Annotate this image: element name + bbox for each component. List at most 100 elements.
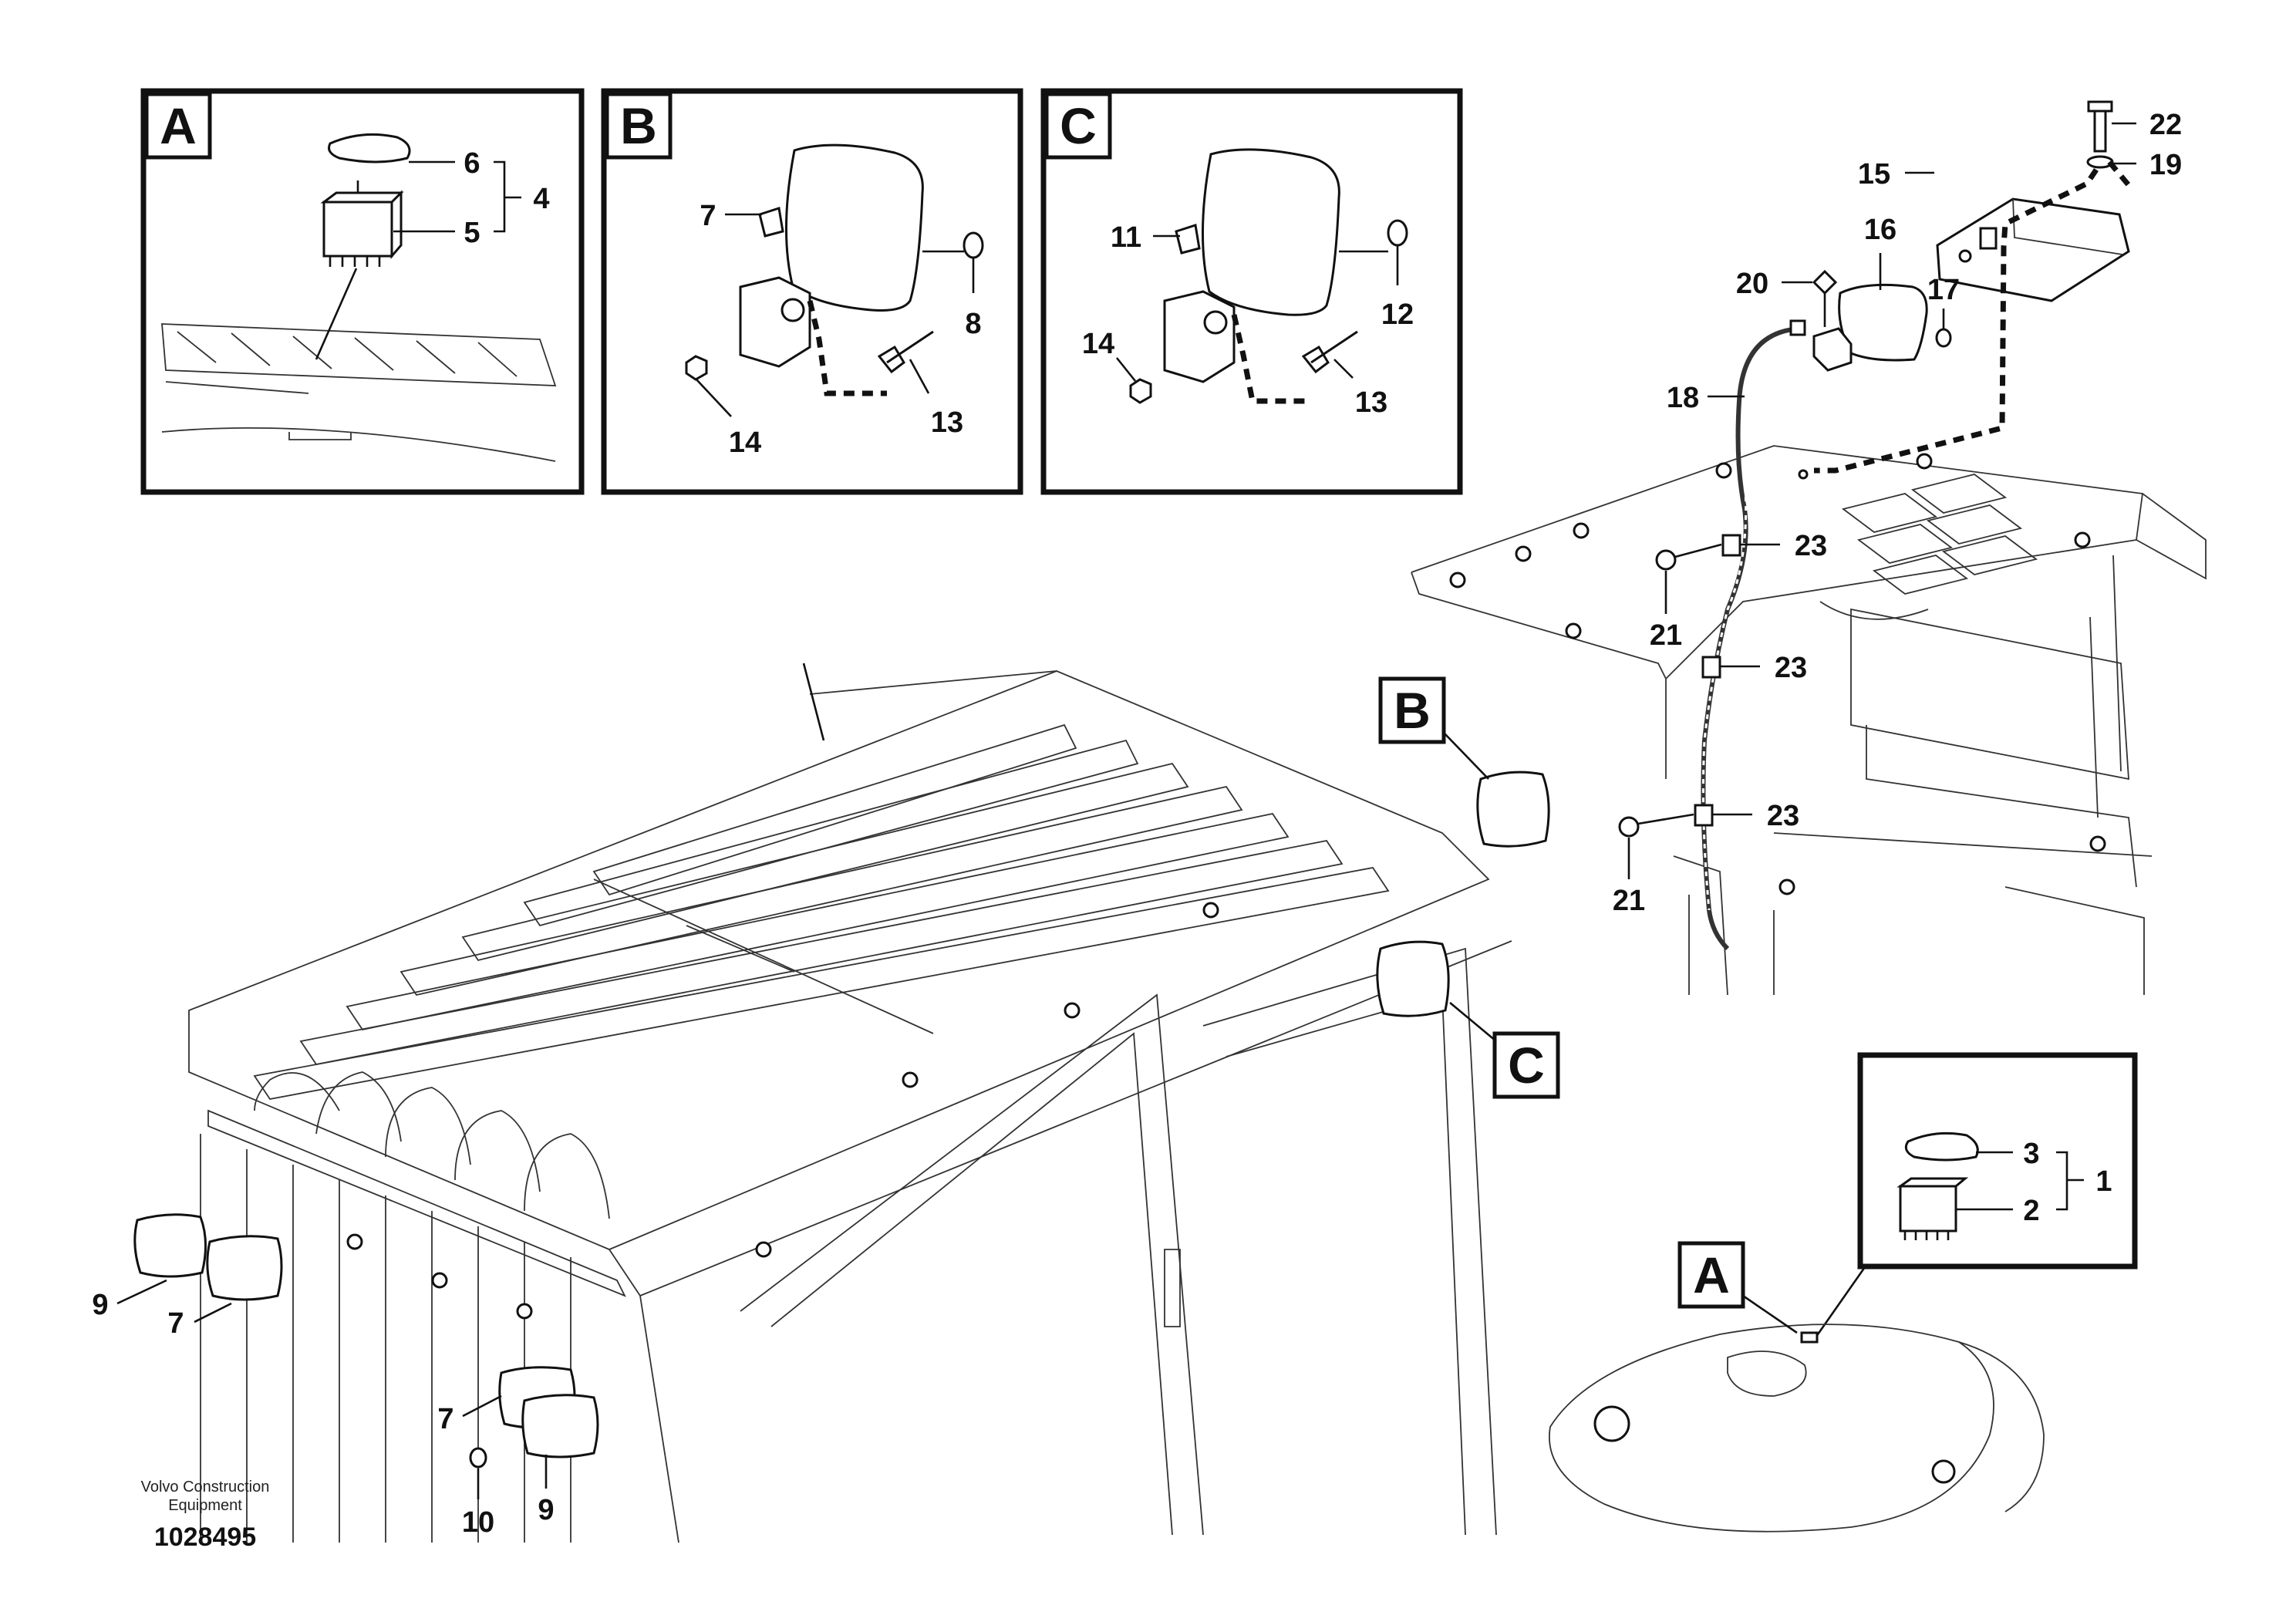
callout-18: 18: [1667, 382, 1699, 414]
work-lamp-icon: [785, 143, 924, 312]
switch-top-icon: [320, 190, 404, 260]
louvre-5: [346, 812, 1290, 1031]
small-bulb-icon: [1935, 328, 1952, 348]
inset-a-contour: [161, 381, 556, 462]
callout-16: 16: [1864, 214, 1896, 246]
console-switch-spot-icon: [1800, 1331, 1819, 1344]
front-lamp-icon: [206, 1235, 283, 1301]
inset-a-pointer: [315, 268, 358, 360]
leader-7b: [462, 1394, 502, 1418]
inset-c-dashed-line: [1231, 314, 1311, 404]
lamp-clip-icon: [758, 207, 784, 238]
callout-13: 13: [931, 406, 963, 439]
inset-a-frame: [140, 88, 585, 495]
cable-clip-icon: [1694, 804, 1714, 827]
louvre-4: [400, 785, 1243, 996]
bolt-head-icon: [1202, 902, 1219, 919]
bolt-head-icon: [1515, 545, 1532, 562]
louvre-3: [461, 762, 1189, 962]
screw-21b-shank: [1637, 813, 1694, 825]
console-dial-icon: [1593, 1405, 1630, 1442]
view-tag-c-box: [1492, 1031, 1560, 1099]
callout-11: 11: [1111, 221, 1141, 254]
view-tag-b: B: [1394, 682, 1431, 739]
side-lamp-b-icon: [1476, 771, 1550, 848]
screw-21-icon: [1655, 549, 1677, 571]
view-tag-b-box: [1378, 676, 1446, 744]
bolt-icon: [877, 330, 934, 374]
cab-body-outline: [1850, 608, 2137, 888]
cover-hole-icon: [1958, 249, 1972, 263]
callout-8: 8: [965, 308, 981, 340]
inset-a2-pointer: [1811, 1264, 1868, 1343]
callout-3: 3: [2023, 1138, 2039, 1170]
joystick-console-outline: [1549, 1324, 1994, 1533]
callout-7: 7: [700, 200, 716, 232]
guard-arches: [254, 1071, 610, 1219]
door-frame: [1202, 947, 1497, 1536]
bolt-icon: [1301, 330, 1358, 374]
inset-a-tag: A: [160, 97, 197, 154]
louvre-2: [523, 739, 1139, 927]
callout-14: 14: [1082, 328, 1114, 360]
switch-icon: [1899, 1185, 1957, 1233]
inset-b-tag: B: [620, 97, 657, 154]
bolt-head-icon: [516, 1303, 533, 1320]
cab-roof-outline: [188, 670, 1490, 1250]
roof-detail: 22 19 15 16 20 17 18 23 23 23 21 21: [1411, 100, 2207, 996]
callout-10: 10: [462, 1506, 494, 1539]
louvre-7: [253, 867, 1390, 1100]
callout-9b: 9: [538, 1494, 554, 1526]
switch-pins: [1903, 1231, 1950, 1240]
callout-14: 14: [729, 427, 761, 459]
work-lamp-icon: [1202, 148, 1340, 316]
nut-icon: [1129, 378, 1152, 404]
small-lamp-icon: [1838, 283, 1928, 362]
pivot-bolt-icon: [781, 298, 805, 322]
callout-21b: 21: [1613, 885, 1645, 917]
bolt-20-icon: [1812, 269, 1838, 295]
leader-7a: [194, 1302, 232, 1324]
inset-a-handle: [288, 432, 352, 440]
roof-dashed-line-b: [2107, 160, 2131, 187]
front-lamp-icon: [521, 1394, 599, 1458]
screw-21a-shank: [1674, 543, 1722, 558]
console-armrest: [1958, 1341, 2045, 1512]
callout-4: 4: [533, 183, 549, 215]
cover-plate-fold: [2012, 198, 2123, 255]
cab-body-lower: [1773, 832, 2153, 995]
bracket-4: [494, 160, 521, 233]
inset-c-tag-box: [1044, 92, 1112, 160]
inset-c: C 11 12 13 14: [1040, 88, 1463, 495]
lamp-bracket-icon: [1163, 290, 1236, 383]
callout-5: 5: [464, 217, 480, 249]
leader-13: [909, 359, 930, 394]
leader-14: [696, 379, 732, 417]
roof-plate-edge: [1411, 572, 1667, 779]
cab-front-edge: [609, 940, 1512, 1543]
small-lamp-bracket-icon: [1812, 327, 1853, 372]
view-tag-c: C: [1508, 1037, 1545, 1094]
knob-cap-icon: [328, 133, 411, 164]
lamp-bracket-icon: [739, 276, 811, 368]
washer-19-icon: [2086, 155, 2114, 169]
cable-clip-icon: [1721, 534, 1741, 557]
inset-b-tag-box: [605, 92, 673, 160]
inset-a: A 6 5 4: [140, 88, 585, 495]
callout-6: 6: [464, 147, 480, 180]
windshield-frame: [740, 993, 1204, 1536]
knob-cap-icon: [1904, 1131, 1979, 1162]
door-hinge: [1164, 1249, 1181, 1327]
bolt-head-icon: [2074, 531, 2091, 548]
inset-c-frame: [1040, 88, 1463, 495]
callout-2: 2: [2023, 1195, 2039, 1227]
switch-icon: [322, 201, 393, 258]
bolt-head-icon: [1449, 572, 1466, 588]
console-control-pad: [1727, 1351, 1807, 1397]
leader-13: [1333, 359, 1354, 379]
bolt-head-icon: [1916, 453, 1933, 470]
rear-post: [2089, 555, 2122, 818]
callout-23b: 23: [1775, 652, 1807, 684]
roof-side-plate: [2136, 493, 2207, 580]
